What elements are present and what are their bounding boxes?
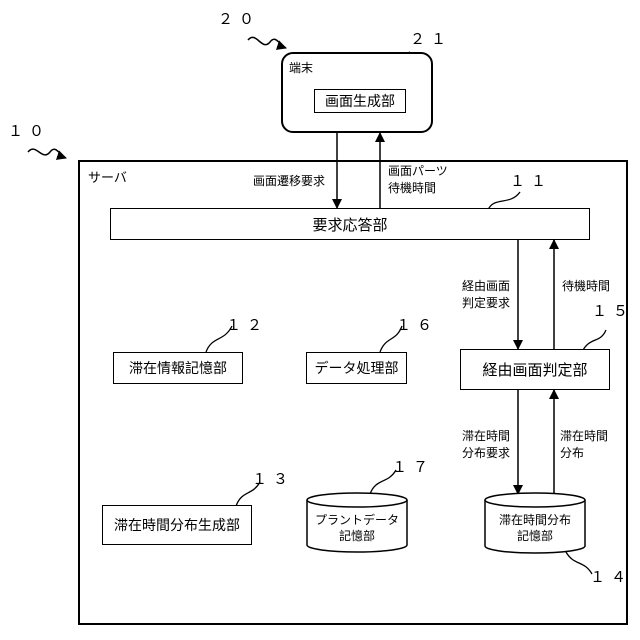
leader-20 <box>248 37 286 48</box>
label-dist-request-line2: 分布要求 <box>462 445 510 462</box>
terminal-label: 端末 <box>289 60 313 77</box>
screen-generator: 画面生成部 <box>314 89 406 113</box>
server-label: サーバ <box>88 170 127 187</box>
dwell-dist-storage-label: 滞在時間分布 記憶部 <box>485 512 585 544</box>
via-screen-judgment: 経由画面判定部 <box>460 349 610 390</box>
label-dist-line1: 滞在時間 <box>560 428 608 445</box>
dwell-dist-generation: 滞在時間分布生成部 <box>102 505 252 545</box>
ref-10: １０ <box>8 120 50 141</box>
label-screen-transition-request: 画面遷移要求 <box>253 173 325 190</box>
plant-data-storage-label: プラントデータ 記憶部 <box>307 512 407 544</box>
label-screen-parts-line1: 画面パーツ <box>388 163 448 180</box>
label-via-judgment-line1: 経由画面 <box>462 278 510 295</box>
request-response: 要求応答部 <box>110 208 590 240</box>
label-dist-request-line1: 滞在時間 <box>462 428 510 445</box>
label-dist-line2: 分布 <box>560 445 584 462</box>
data-processing: データ処理部 <box>306 352 407 384</box>
ref-20: ２０ <box>218 8 260 29</box>
terminal: 端末 画面生成部 <box>281 52 433 133</box>
leader-10 <box>28 149 66 158</box>
label-via-judgment-line2: 判定要求 <box>462 295 510 312</box>
ref-21: ２１ <box>410 28 452 49</box>
label-screen-parts-line2: 待機時間 <box>388 180 436 197</box>
label-wait-time: 待機時間 <box>562 278 610 295</box>
dwell-info-storage: 滞在情報記憶部 <box>113 352 243 384</box>
